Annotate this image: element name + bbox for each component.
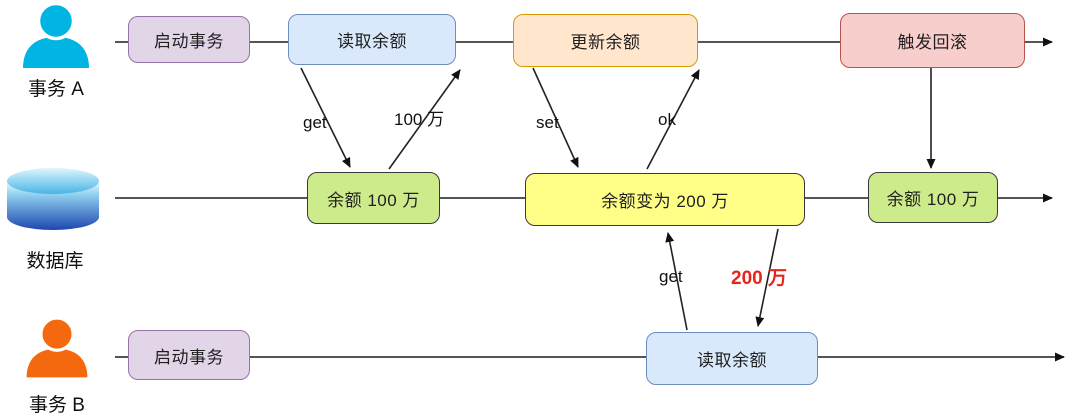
node-a-trigger-rollback: 触发回滚 <box>840 13 1025 68</box>
node-db-balance-100-2: 余额 100 万 <box>868 172 998 223</box>
actor-db-label: 数据库 <box>26 251 84 272</box>
arrow-b-get <box>665 232 688 331</box>
database-icon <box>7 168 99 230</box>
node-b-read-balance: 读取余额 <box>646 332 818 385</box>
actor-db <box>3 167 103 231</box>
node-b-start-transaction: 启动事务 <box>128 330 250 380</box>
actor-b-label: 事务 B <box>29 395 85 416</box>
actor-a-label: 事务 A <box>28 79 84 100</box>
person-b-icon <box>26 316 88 378</box>
edge-label-a-set: set <box>536 113 559 132</box>
arrow-a-resp-100 <box>388 69 461 170</box>
edge-label-b-resp-200: 200 万 <box>731 268 787 289</box>
edge-label-a-get: get <box>303 113 327 132</box>
person-a-icon <box>23 2 89 68</box>
arrow-a-ok <box>646 69 700 170</box>
edge-label-a-resp-100: 100 万 <box>394 110 445 129</box>
node-a-read-balance: 读取余额 <box>288 14 456 65</box>
actor-a <box>18 2 94 68</box>
node-db-balance-changed-200: 余额变为 200 万 <box>525 173 805 226</box>
edge-label-a-ok: ok <box>658 110 676 129</box>
node-a-update-balance: 更新余额 <box>513 14 698 67</box>
arrow-b-resp-200 <box>755 228 779 327</box>
actor-b <box>22 314 92 380</box>
arrow-a-get <box>300 67 351 168</box>
node-a-start-transaction: 启动事务 <box>128 16 250 63</box>
edge-label-b-get: get <box>659 267 683 286</box>
arrow-a-set <box>532 67 579 168</box>
node-db-balance-100-1: 余额 100 万 <box>307 172 440 224</box>
